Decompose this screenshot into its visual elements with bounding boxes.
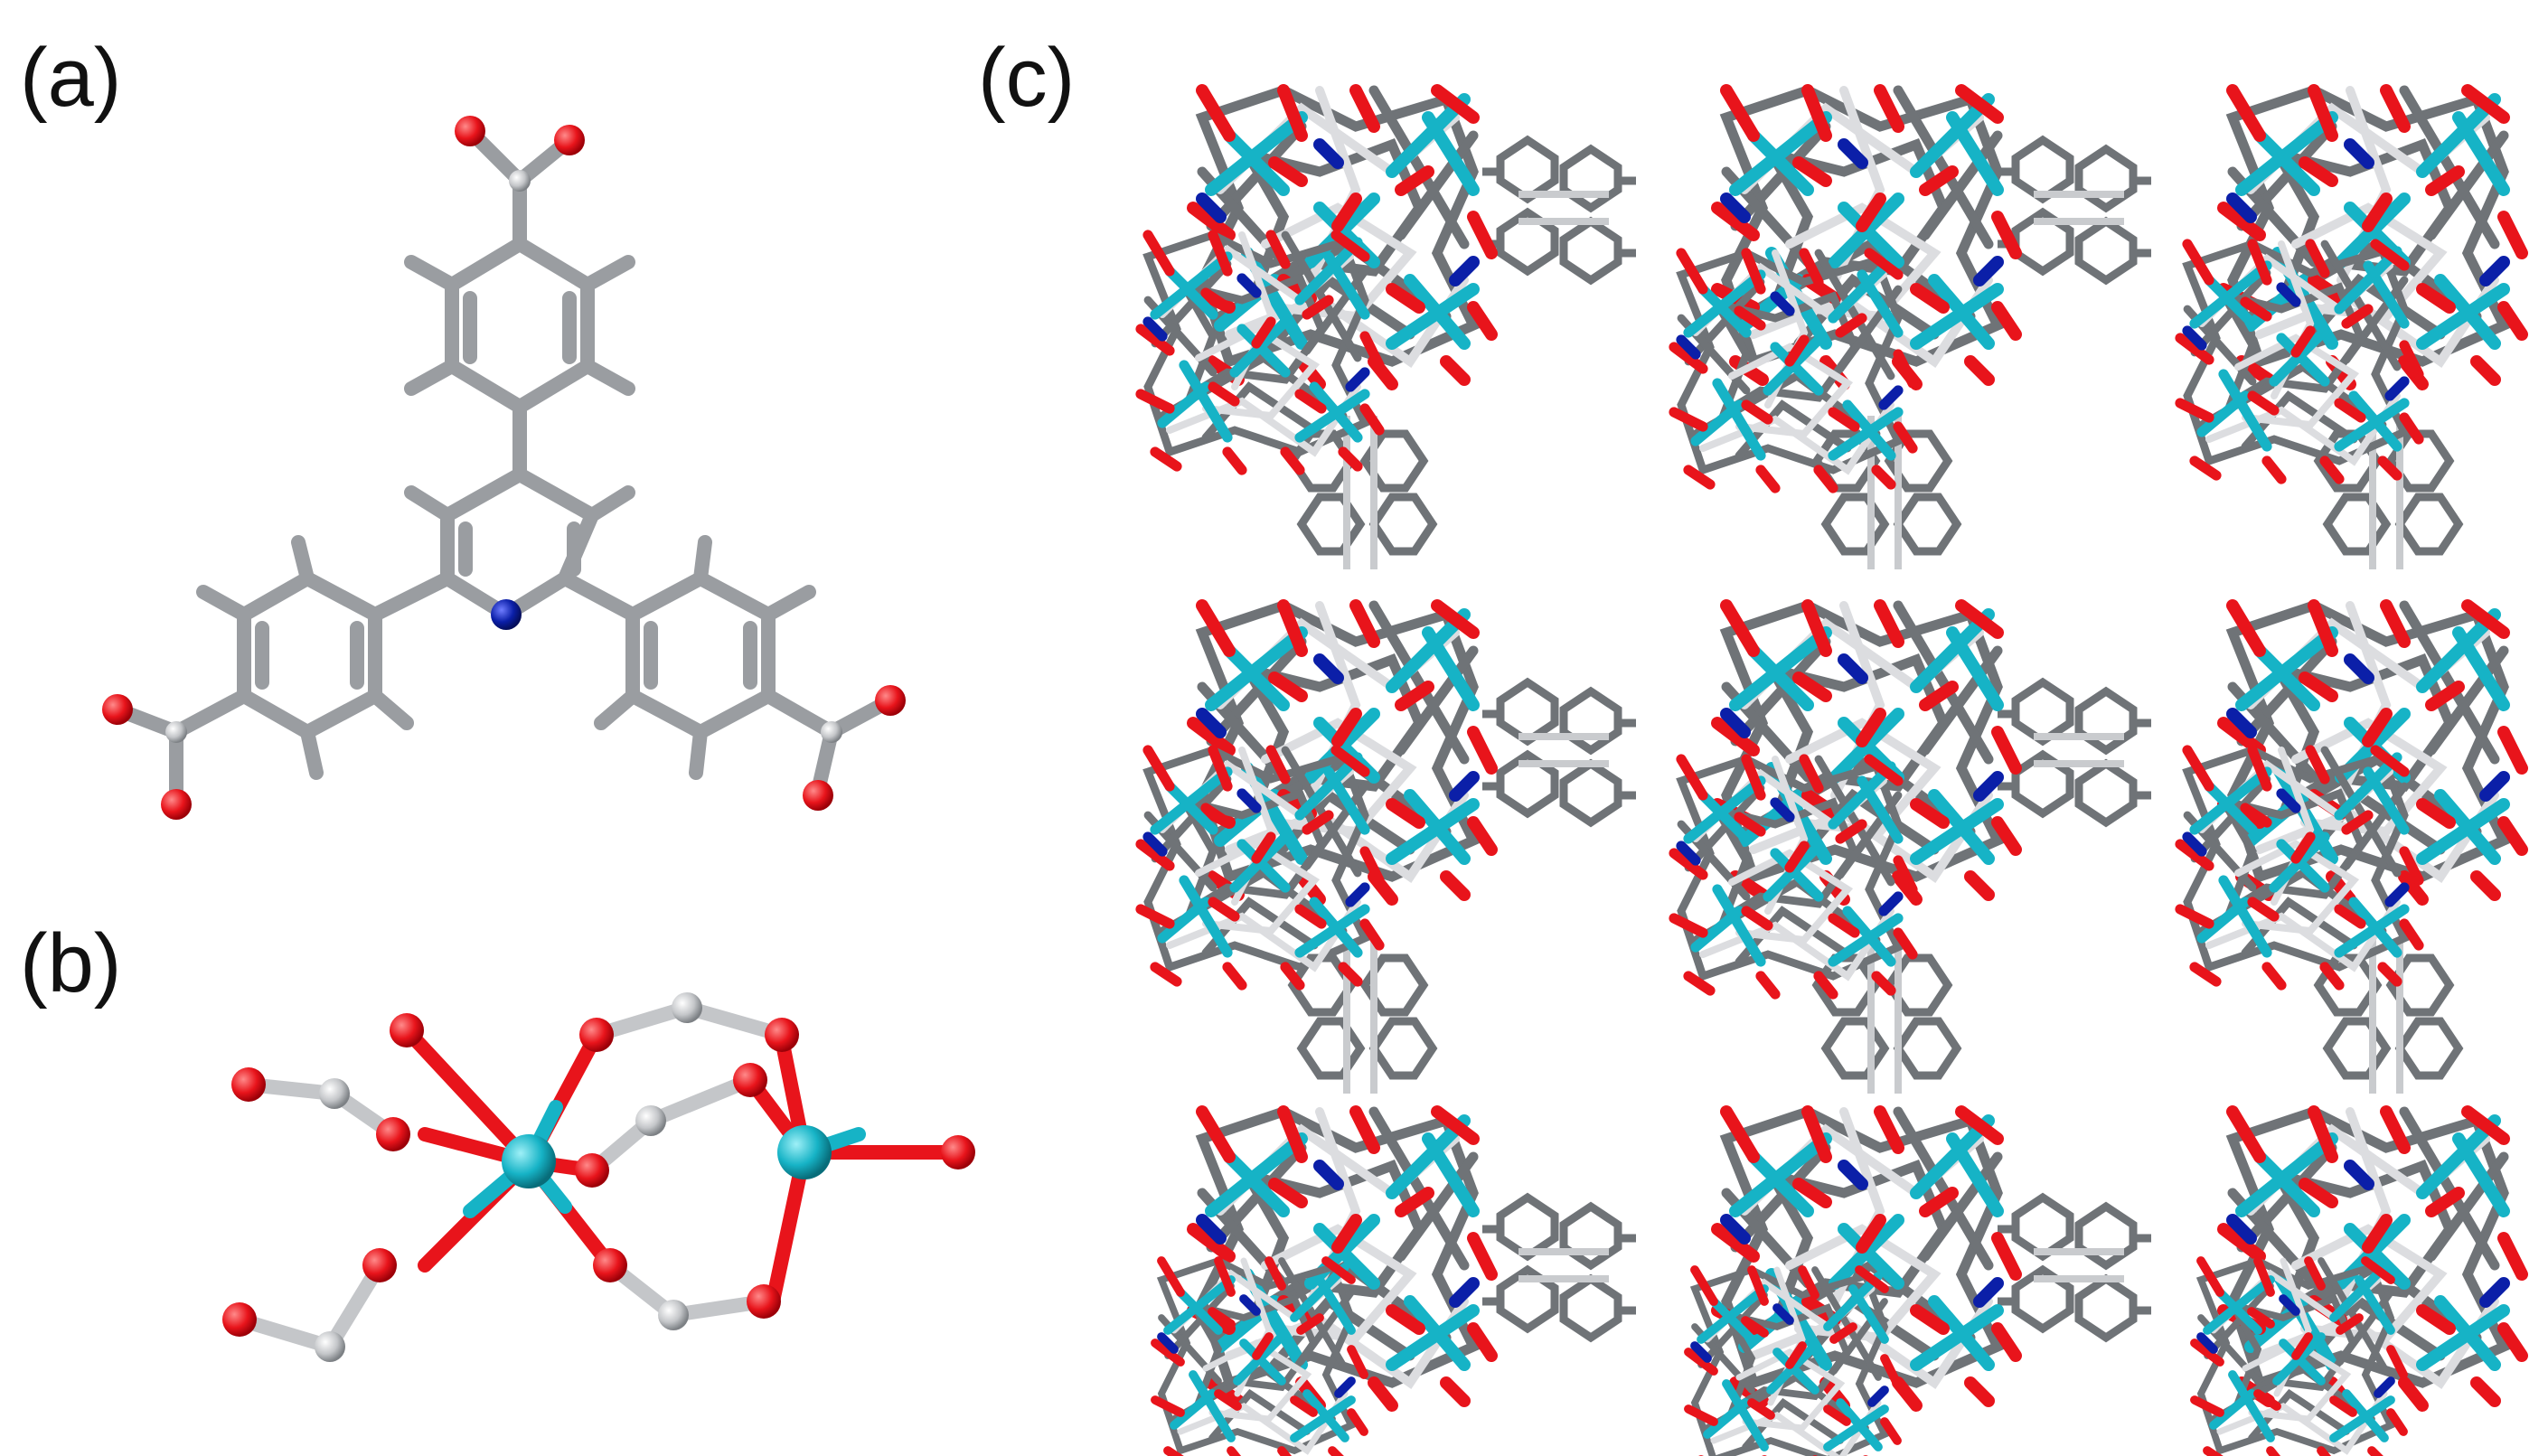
ligand-structure [102,116,906,820]
metal-atom-2 [777,1125,832,1179]
metal-node-structure [222,992,975,1362]
panel-label-a: (a) [20,32,122,124]
metal-atom-1 [502,1134,556,1188]
node-atoms [222,992,975,1362]
panel-label-b: (b) [20,917,122,1010]
framework-clusters [1141,90,2522,1456]
ligand-atoms [102,116,906,820]
ligand-bonds [110,124,898,807]
panel-label-c: (c) [978,32,1076,124]
framework-packing-view [1141,90,2522,1456]
